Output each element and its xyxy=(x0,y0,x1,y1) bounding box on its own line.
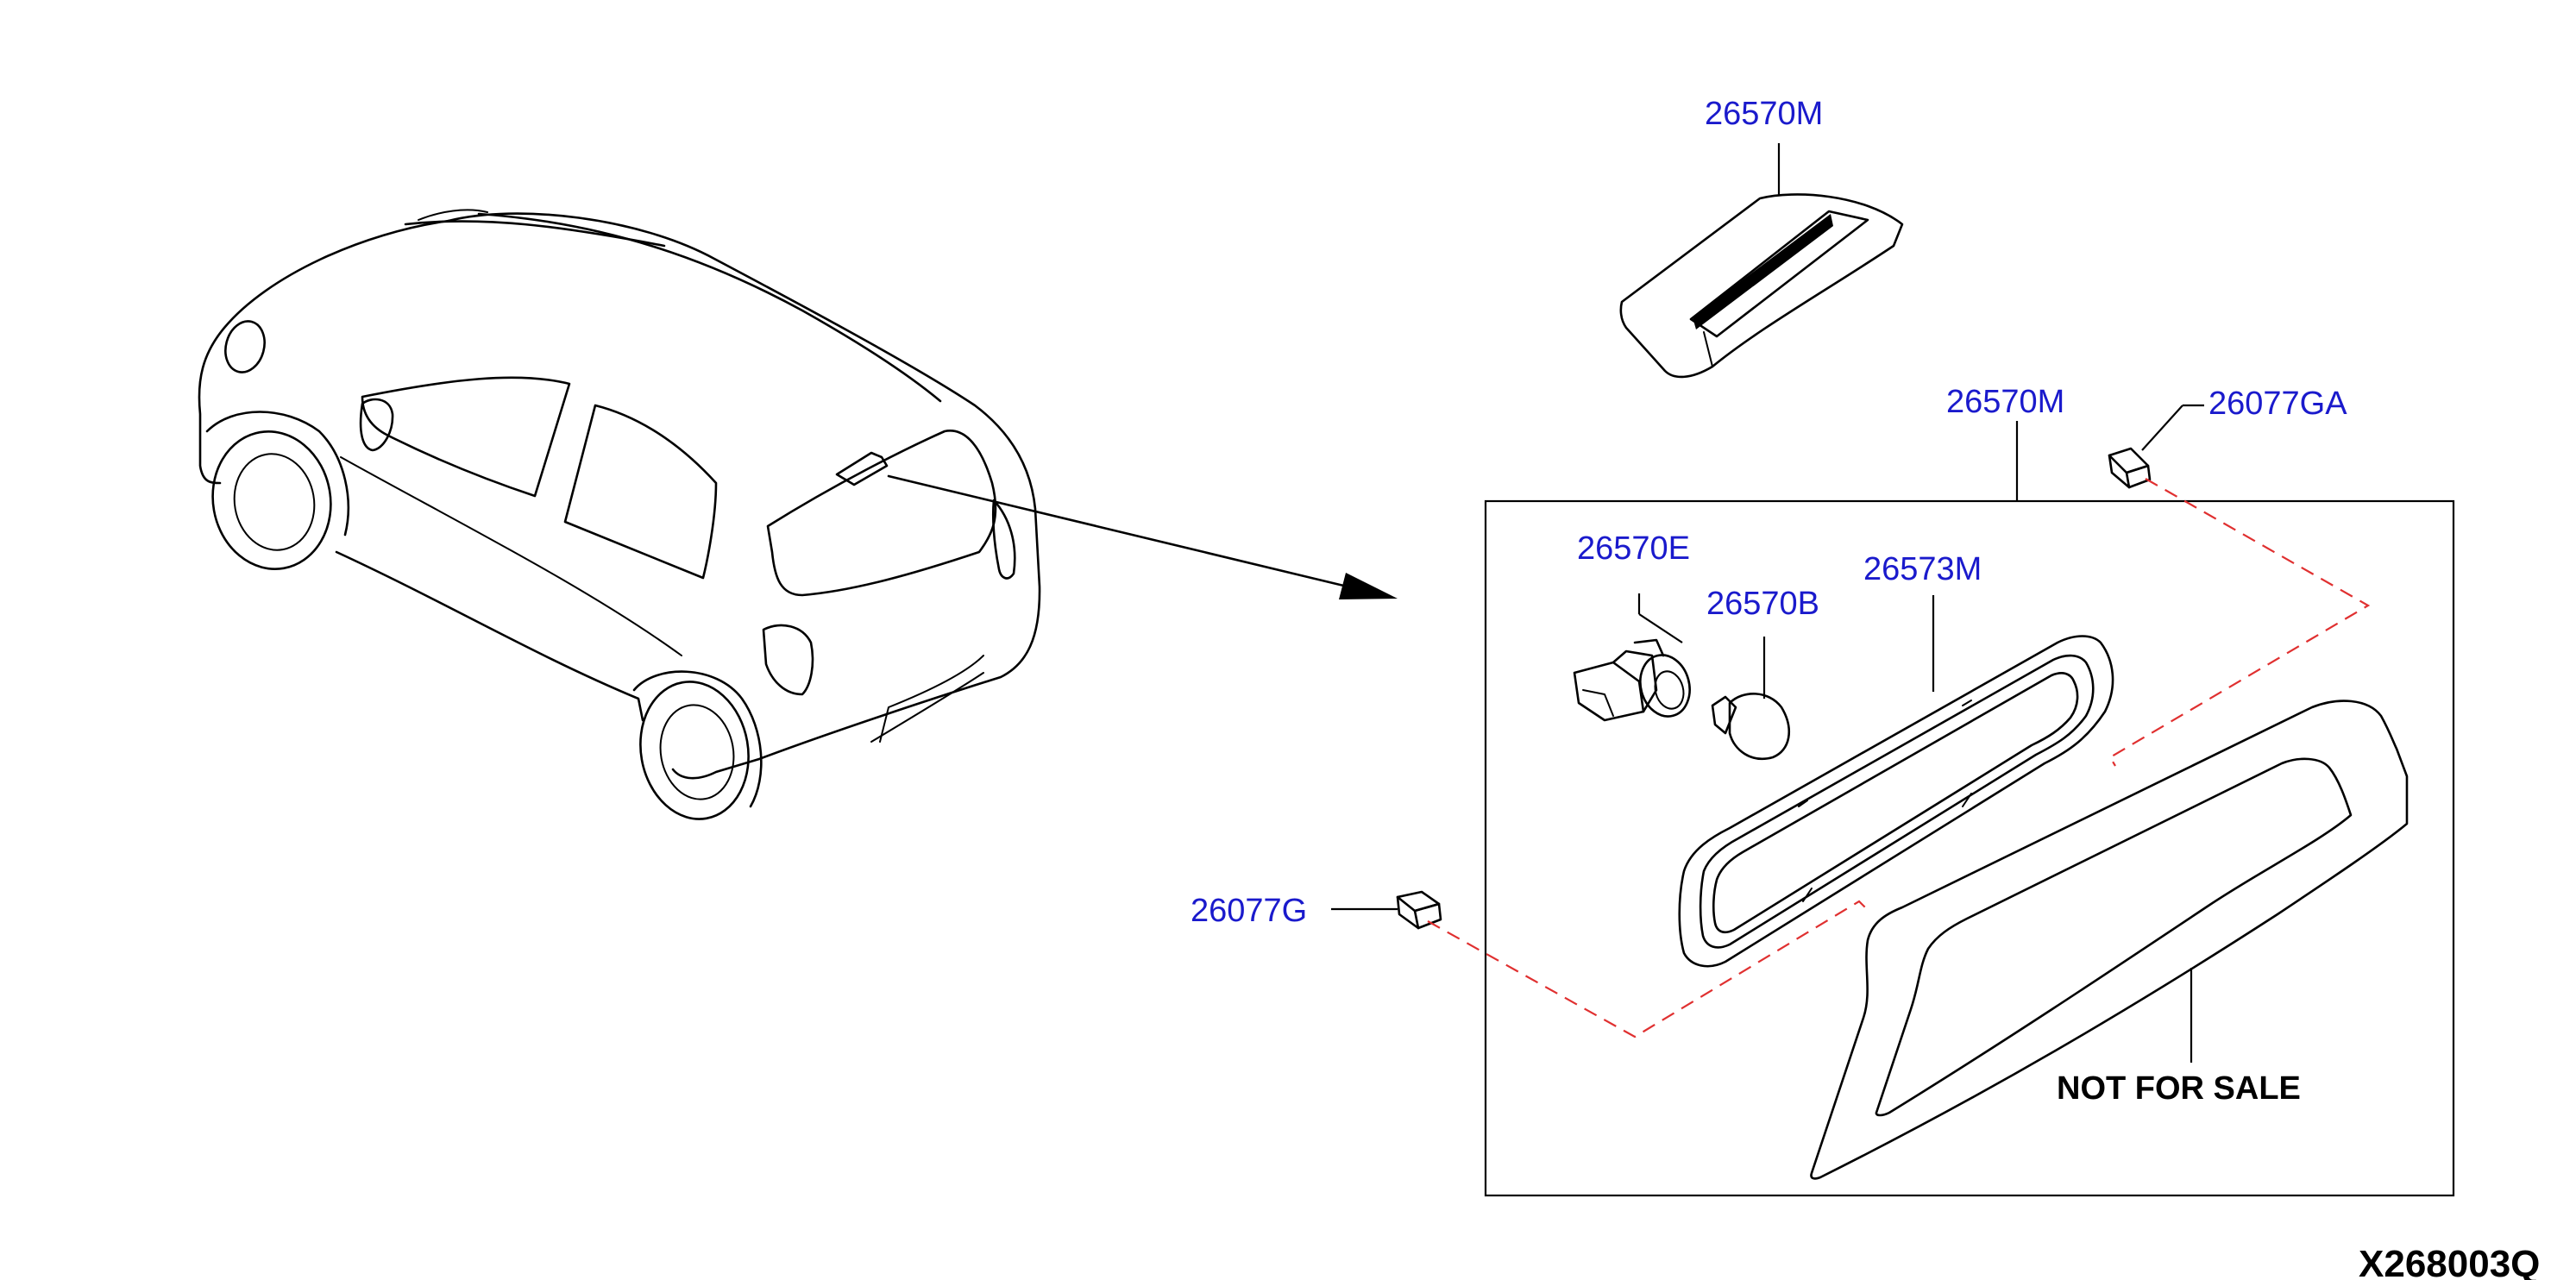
label-bulb: 26570B xyxy=(1706,586,1819,622)
cover-part xyxy=(1619,193,1904,379)
label-clip-lower: 26077G xyxy=(1191,893,1307,929)
label-clip-upper: 26077GA xyxy=(2208,386,2347,422)
diagram-code: X268003Q xyxy=(2359,1243,2540,1280)
vehicle-illustration xyxy=(198,209,1041,820)
assembly-box xyxy=(1484,499,2455,1197)
label-gasket: 26573M xyxy=(1863,551,1982,587)
clip-upper xyxy=(2108,404,2204,489)
bulb-part xyxy=(1711,637,1790,760)
dashed-line-lower xyxy=(1427,900,1869,1038)
lamp-housing xyxy=(1810,700,2409,1180)
label-socket: 26570E xyxy=(1577,530,1690,567)
clip-lower xyxy=(1331,890,1442,930)
label-not-for-sale: NOT FOR SALE xyxy=(2057,1070,2301,1107)
label-assembly-part: 26570M xyxy=(1946,384,2064,420)
label-cover-part: 26570M xyxy=(1705,96,1823,132)
dashed-connectors xyxy=(1427,478,2371,1038)
socket-part xyxy=(1573,593,1691,722)
callout-arrow xyxy=(887,474,1398,599)
gasket-part xyxy=(1678,595,2114,968)
dashed-line-upper xyxy=(2108,478,2371,767)
